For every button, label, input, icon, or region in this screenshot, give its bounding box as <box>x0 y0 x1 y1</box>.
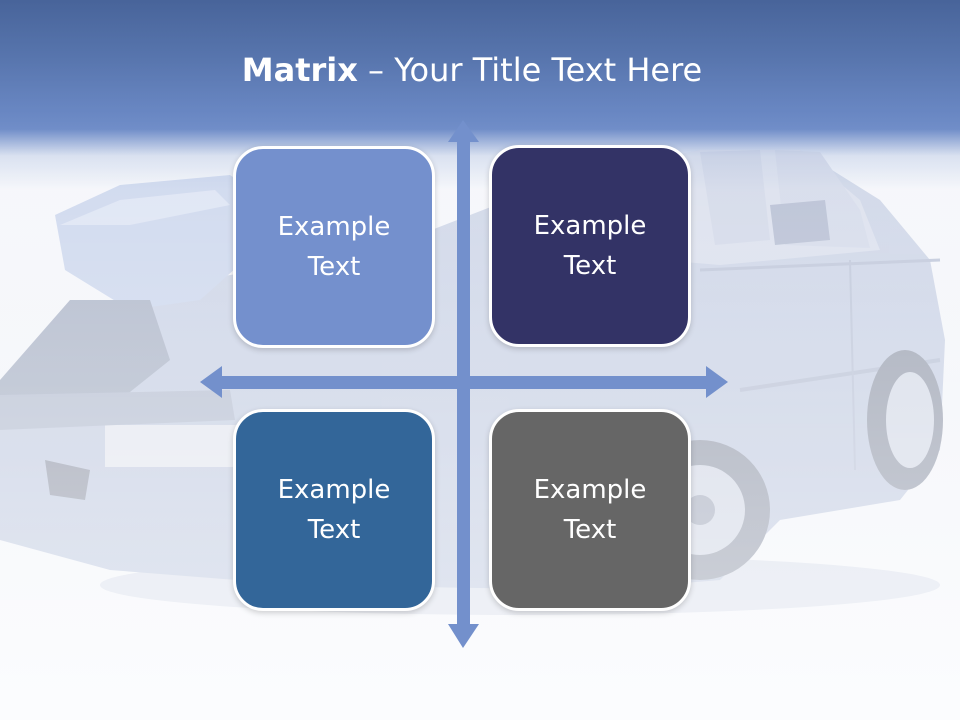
matrix-cell-bottom-left: Example Text <box>233 409 435 611</box>
left-arrowhead <box>200 366 222 398</box>
page-title: Matrix – Your Title Text Here <box>0 48 944 92</box>
matrix-cell-top-right: Example Text <box>489 145 691 347</box>
cell-label: Example Text <box>277 475 391 545</box>
down-arrowhead <box>448 624 479 648</box>
right-arrowhead <box>706 366 728 398</box>
title-rest: – Your Title Text Here <box>357 51 703 89</box>
cell-label: Example Text <box>533 475 647 545</box>
matrix-cell-top-left: Example Text <box>233 146 435 348</box>
cell-label: Example Text <box>533 211 647 281</box>
matrix-cell-bottom-right: Example Text <box>489 409 691 611</box>
cell-label: Example Text <box>277 212 391 282</box>
title-bold: Matrix <box>241 51 358 89</box>
up-arrowhead <box>448 120 479 142</box>
horizontal-axis-shaft <box>216 376 710 389</box>
